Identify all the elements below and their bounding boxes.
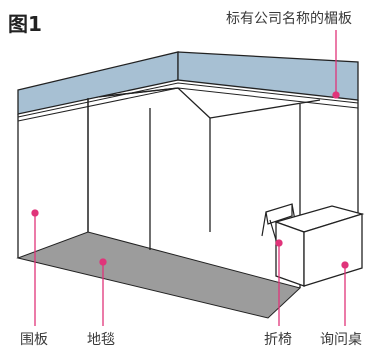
leader-lines bbox=[31, 30, 349, 326]
panel-label: 围板 bbox=[20, 332, 48, 348]
carpet-floor bbox=[16, 231, 302, 319]
carpet-label: 地毯 bbox=[87, 332, 115, 348]
side-panels bbox=[17, 98, 359, 288]
desk-label: 询问桌 bbox=[320, 332, 362, 348]
inner-beam bbox=[17, 82, 359, 122]
folding-chair bbox=[261, 203, 297, 241]
fascia-label: 标有公司名称的楣板 bbox=[226, 11, 352, 27]
figure-title: 图1 bbox=[8, 12, 42, 36]
chair-label: 折椅 bbox=[264, 332, 292, 348]
inquiry-desk bbox=[273, 205, 365, 287]
